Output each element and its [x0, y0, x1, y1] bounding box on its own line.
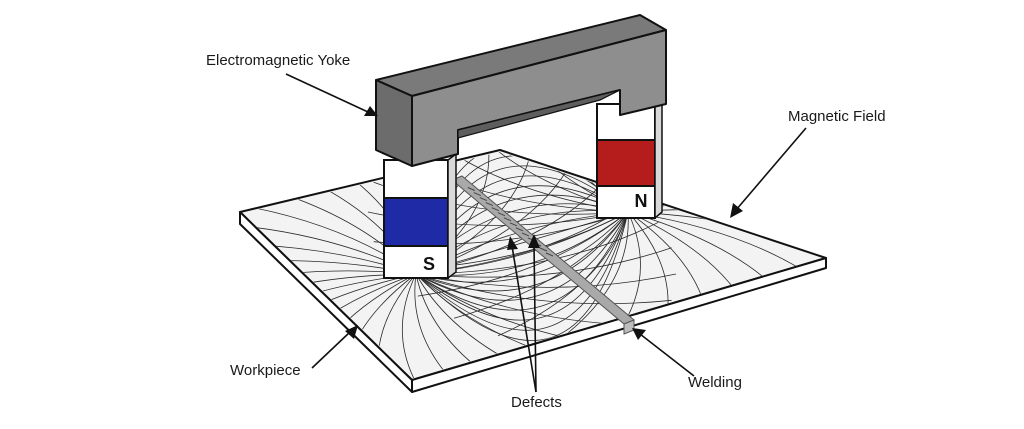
defect-mark [539, 247, 548, 252]
defects-arrowhead-1 [507, 236, 518, 250]
field-line [415, 211, 629, 283]
north-pole-band [596, 139, 656, 187]
south-leg-side [447, 152, 457, 280]
defect-mark [485, 202, 493, 207]
field-line [401, 273, 441, 378]
field-line [415, 273, 677, 288]
field-line [417, 211, 629, 297]
field-leader-line [735, 127, 807, 211]
defect-mark [545, 252, 554, 257]
defect-mark [503, 217, 512, 222]
north-pole-label: N [635, 191, 648, 211]
label-electromagnetic-yoke: Electromagnetic Yoke [206, 52, 351, 69]
south-pole-label: S [423, 254, 435, 274]
yoke-inner-underside [457, 89, 621, 139]
defects-arrowhead-2 [528, 234, 540, 248]
label-defects: Defects [511, 394, 562, 411]
welding-arrowhead [632, 328, 646, 340]
south-pole-band [383, 197, 449, 247]
defect-mark [479, 197, 487, 202]
south-leg-lower [383, 245, 449, 279]
welding-leader-line [639, 333, 695, 377]
defect-mark [467, 187, 475, 191]
yoke-leader-line [285, 73, 369, 113]
north-leg-side [654, 96, 663, 220]
field-line [415, 211, 629, 311]
field-line [453, 211, 629, 319]
field-line [415, 273, 533, 378]
defect-mark [497, 212, 506, 217]
field-line [414, 273, 488, 378]
field-line [377, 273, 417, 378]
yoke-arrowhead [364, 106, 378, 116]
label-workpiece: Workpiece [230, 362, 301, 379]
south-pole-leg: S [383, 152, 457, 280]
workpiece-leader-line [311, 331, 351, 369]
label-welding: Welding [688, 374, 742, 391]
field-line [415, 211, 629, 331]
defects-leader-line-1 [511, 245, 537, 393]
defects-leader-line-2 [533, 243, 537, 393]
field-line [415, 211, 629, 301]
defect-mark [521, 232, 530, 237]
north-pole-leg: N [596, 96, 663, 220]
field-line [415, 211, 629, 321]
weld-seam [451, 175, 635, 335]
field-line [415, 273, 672, 305]
defect-mark [515, 227, 524, 232]
plate-right-edge [411, 257, 827, 393]
workpiece-arrowhead [345, 325, 358, 339]
leader-lines [285, 73, 807, 393]
defect-mark [509, 222, 518, 227]
north-leg-lower [596, 185, 656, 219]
yoke-front-face [375, 79, 413, 167]
defect-mark [473, 192, 481, 197]
field-line [417, 152, 629, 213]
label-magnetic-field: Magnetic Field [788, 108, 886, 125]
field-line [415, 247, 672, 278]
electromagnetic-yoke [375, 14, 667, 167]
field-arrowhead [730, 203, 743, 218]
defect-mark [491, 207, 499, 212]
